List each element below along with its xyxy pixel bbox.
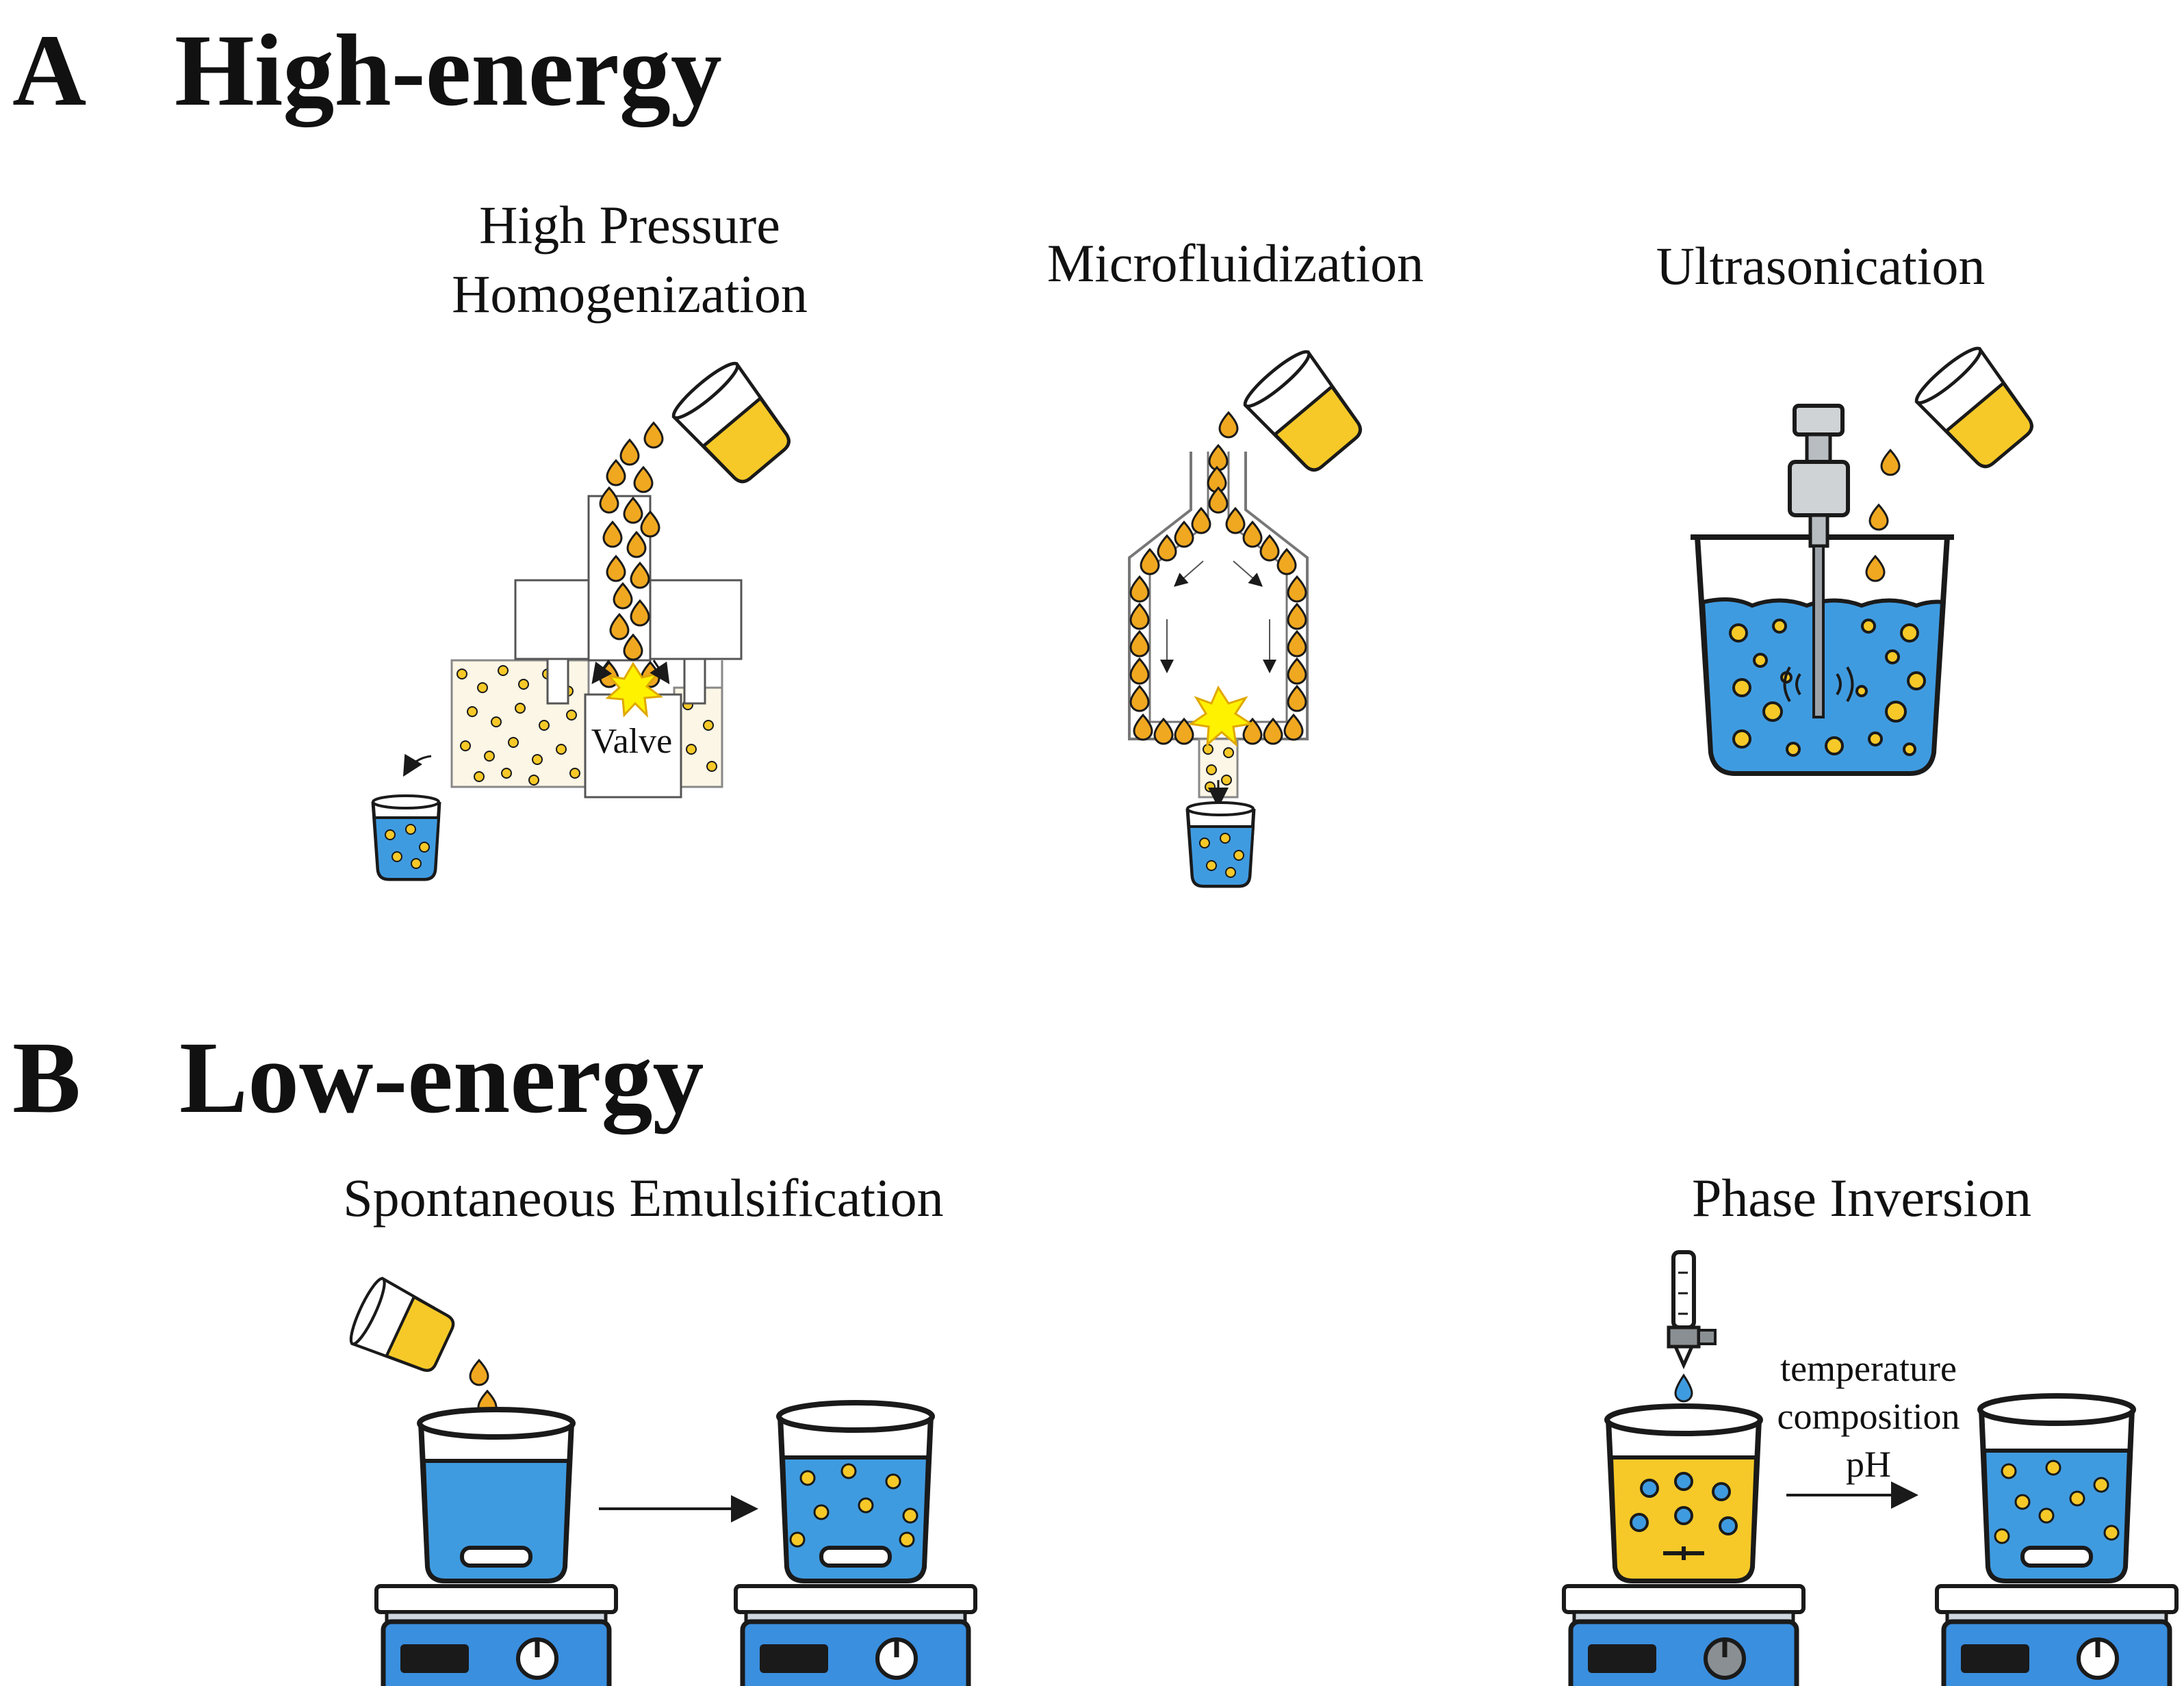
section-a-letter: A [12, 14, 87, 127]
condition-temperature: temperature [1780, 1348, 1957, 1389]
condition-ph: pH [1846, 1444, 1891, 1486]
pi-water-droplets [1630, 1472, 1738, 1535]
micro-output-beaker [1185, 801, 1256, 888]
hph-title-line1: High Pressure [479, 195, 780, 255]
pi-oil-droplets [1994, 1460, 2120, 1544]
spont-droplets [789, 1463, 918, 1548]
ultra-droplets [1729, 619, 1926, 757]
hph-oil-cup [669, 358, 799, 491]
ultrasonication-illustration [1691, 343, 2042, 776]
valve-label: Valve [591, 722, 672, 761]
phase-inversion-illustration [1562, 1250, 2176, 1686]
micro-burst-icon [1188, 685, 1255, 747]
section-b-title: Low-energy [179, 1021, 704, 1134]
sound-wave-icon [1783, 666, 1854, 703]
section-b-letter: B [12, 1021, 81, 1134]
spontaneous-emulsification-title: Spontaneous Emulsification [343, 1168, 944, 1228]
spontaneous-illustration [346, 1275, 975, 1686]
hph-output-beaker [371, 794, 441, 881]
phase-inversion-conditions: temperature composition pH [1752, 1345, 1985, 1489]
hph-title: High Pressure Homogenization [438, 190, 821, 329]
micro-oil-cup [1240, 346, 1370, 479]
microfluidization-title: Microfluidization [1046, 233, 1424, 293]
spont-oil-cup [346, 1275, 459, 1379]
hph-title-line2: Homogenization [452, 264, 808, 324]
microfluidization-illustration [1128, 346, 1370, 888]
ultrasonication-title: Ultrasonication [1656, 236, 1986, 296]
hph-illustration: Valve [371, 358, 799, 881]
phase-inversion-title: Phase Inversion [1691, 1168, 2032, 1228]
section-a-title: High-energy [175, 14, 722, 127]
ultra-oil-cup [1912, 343, 2042, 476]
condition-composition: composition [1777, 1396, 1960, 1438]
